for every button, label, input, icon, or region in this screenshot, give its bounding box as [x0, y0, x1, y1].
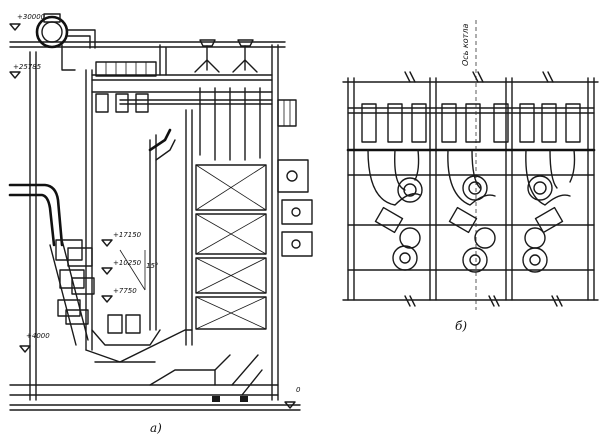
caption-b: б): [455, 319, 467, 333]
boiler-side-section: [8, 13, 313, 411]
elevation-zero-label: 0: [296, 386, 301, 394]
caption-a: а): [150, 421, 162, 435]
burner-plan-view: [342, 20, 599, 310]
elevation-label-1: +17150: [113, 231, 142, 239]
elevation-top-label: +30000: [17, 13, 46, 21]
elevation-label-2: +10250: [113, 259, 142, 267]
elevation-drum-label: +25785: [13, 63, 42, 71]
elevation-label-3: +7750: [113, 287, 137, 295]
elevation-label-4: +4000: [26, 332, 50, 340]
angle-label: 15°: [146, 262, 158, 270]
boiler-axis-label: Ось котла: [461, 24, 470, 66]
